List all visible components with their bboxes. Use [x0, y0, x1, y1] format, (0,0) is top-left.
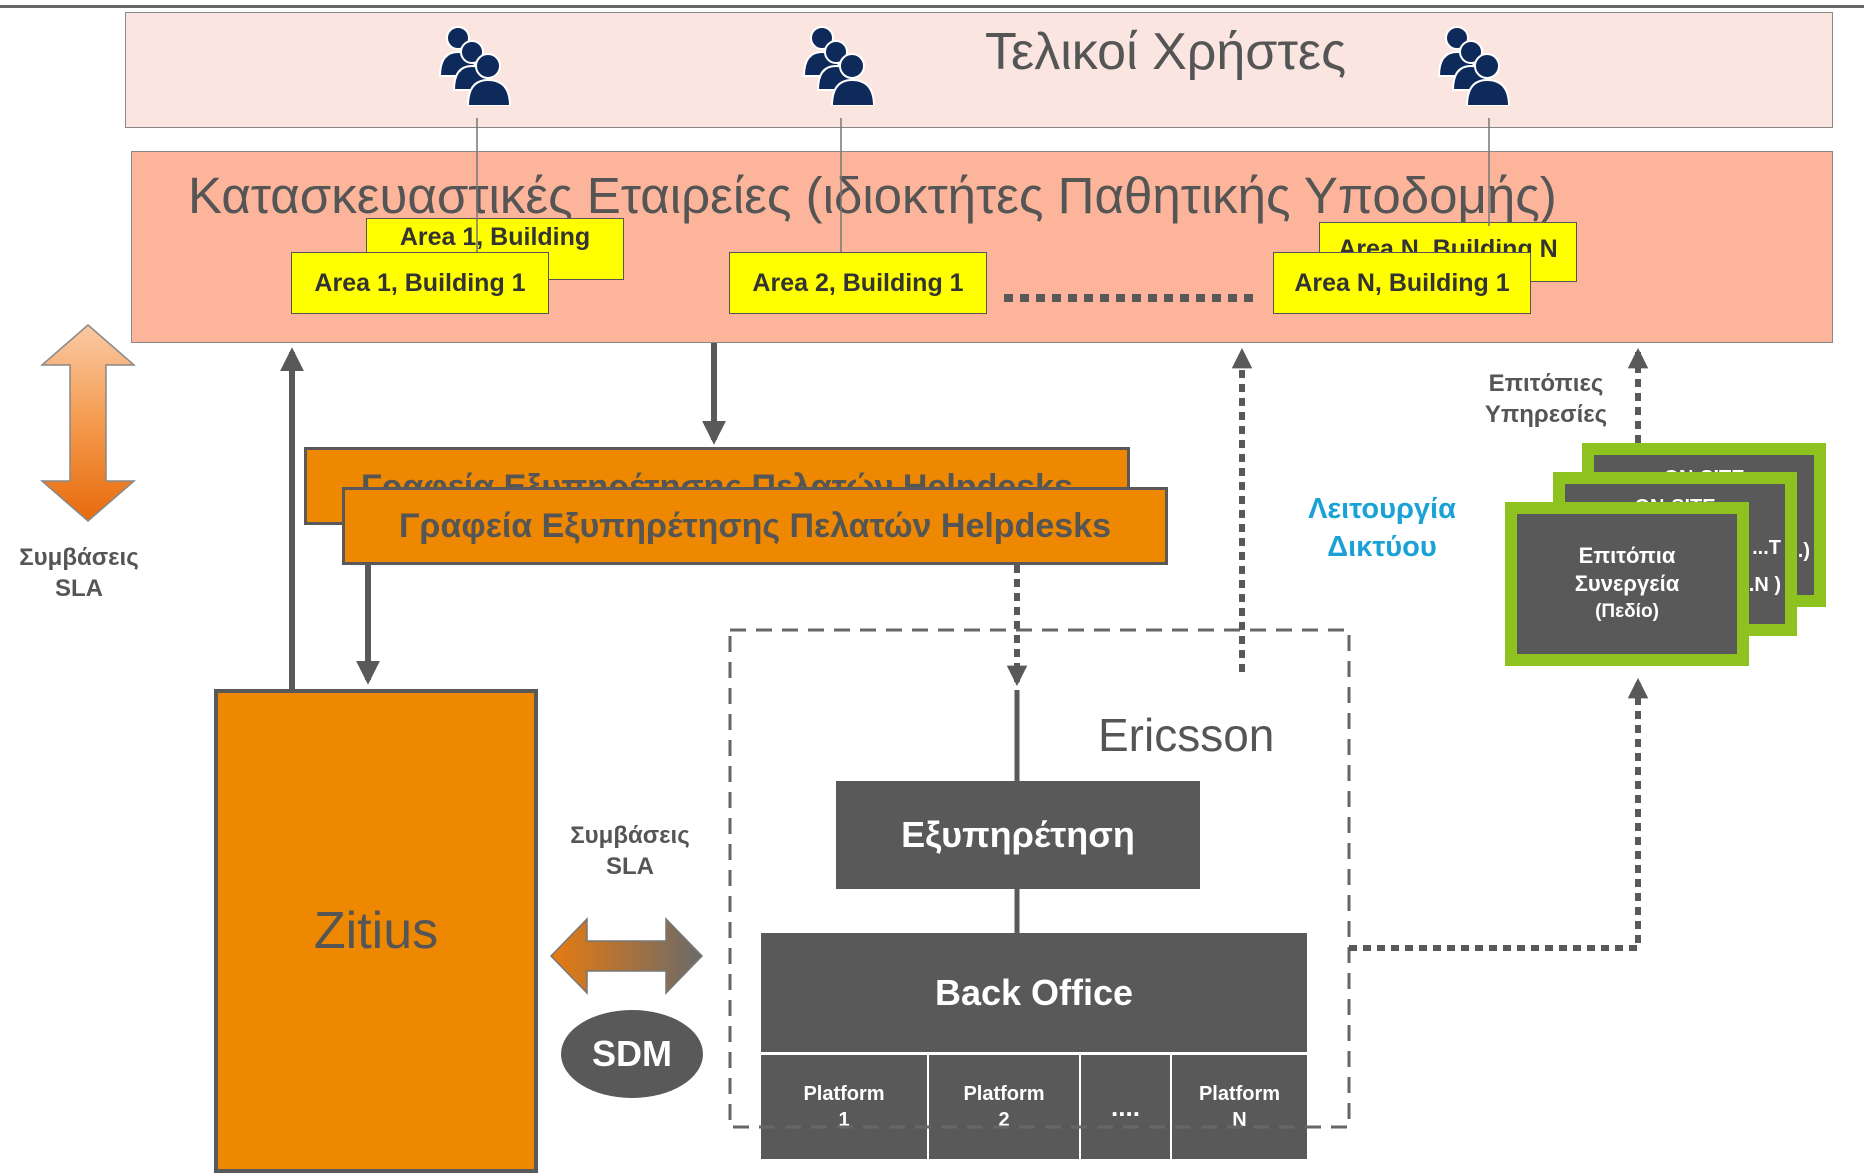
- users-icon-1: [438, 22, 514, 107]
- backoffice-to-onsite-dotted-arrow: [1349, 677, 1649, 951]
- sdm-label: SDM: [592, 1033, 672, 1074]
- construction-companies-label: Κατασκευαστικές Εταιρείες (ιδιοκτήτες Πα…: [188, 167, 1557, 224]
- network-operation-line1: Λειτουργία: [1308, 493, 1456, 525]
- onsite-back-1-line2: ...T: [1752, 537, 1781, 559]
- network-operation-line2: Δικτύου: [1327, 531, 1437, 563]
- zitius-box: Zitius: [214, 689, 538, 1173]
- platform-n-line1: Platform: [1198, 1083, 1281, 1105]
- sla-middle-label: Συμβάσεις SLA: [545, 820, 715, 882]
- helpdesk-box-front: Γραφεία Εξυπηρέτησης Πελατών Helpdesks: [342, 487, 1168, 565]
- onsite-services-line2: Υπηρεσίες: [1484, 401, 1608, 428]
- sla-middle-line2: SLA: [606, 853, 654, 880]
- onsite-front-line3: (Πεδίο): [1595, 601, 1659, 622]
- end-users-label: Τελικοί Χρήστες: [985, 23, 1347, 81]
- sla-middle-line1: Συμβάσεις: [570, 822, 690, 849]
- back-office-box: Back Office: [761, 933, 1307, 1052]
- building-card-area2: Area 2, Building 1: [729, 252, 987, 314]
- building-card-areaN-front: Area N, Building 1: [1273, 252, 1531, 314]
- sla-left-line2: SLA: [55, 575, 103, 602]
- end-users-band: [125, 12, 1833, 128]
- platform-2: Platform 2: [929, 1055, 1079, 1159]
- platform-ellipsis: ....: [1081, 1055, 1170, 1159]
- network-operation-label: Λειτουργία Δικτύου: [1282, 490, 1482, 566]
- sla-double-arrow: [38, 323, 138, 523]
- onsite-front-line2: Συνεργεία: [1574, 571, 1680, 596]
- platform-2-line2: 2: [998, 1109, 1010, 1131]
- sla-left-line1: Συμβάσεις: [19, 544, 139, 571]
- onsite-front-line1: Επιτόπια: [1578, 543, 1676, 568]
- building-card-area1-front: Area 1, Building 1: [291, 252, 549, 314]
- platform-1-line2: 1: [838, 1109, 850, 1131]
- users-icon-2: [802, 22, 878, 107]
- sla-horizontal-double-arrow: [549, 917, 704, 995]
- platform-1-line1: Platform: [803, 1083, 885, 1105]
- service-label: Εξυπηρέτηση: [901, 814, 1135, 855]
- onsite-services-label: Επιτόπιες Υπηρεσίες: [1478, 368, 1614, 430]
- zitius-label: Zitius: [313, 902, 439, 960]
- onsite-card-front: Επιτόπια Συνεργεία (Πεδίο): [1505, 502, 1749, 666]
- ericsson-dashed-boundary: [728, 628, 1351, 1129]
- sla-left-label: Συμβάσεις SLA: [0, 542, 158, 604]
- service-box: Εξυπηρέτηση: [836, 781, 1200, 889]
- platform-2-line1: Platform: [963, 1083, 1045, 1105]
- sdm-ellipse: SDM: [561, 1010, 703, 1098]
- platform-1: Platform 1: [761, 1055, 927, 1159]
- users-icon-3: [1437, 22, 1513, 107]
- platform-ellipsis-line1: ....: [1111, 1092, 1140, 1122]
- back-office-label: Back Office: [934, 971, 1134, 1013]
- onsite-services-line1: Επιτόπιες: [1488, 370, 1604, 397]
- onsite-card-front-inner: Επιτόπια Συνεργεία (Πεδίο): [1517, 514, 1737, 654]
- top-rule: [0, 5, 1864, 8]
- ericsson-label: Ericsson: [1098, 709, 1275, 761]
